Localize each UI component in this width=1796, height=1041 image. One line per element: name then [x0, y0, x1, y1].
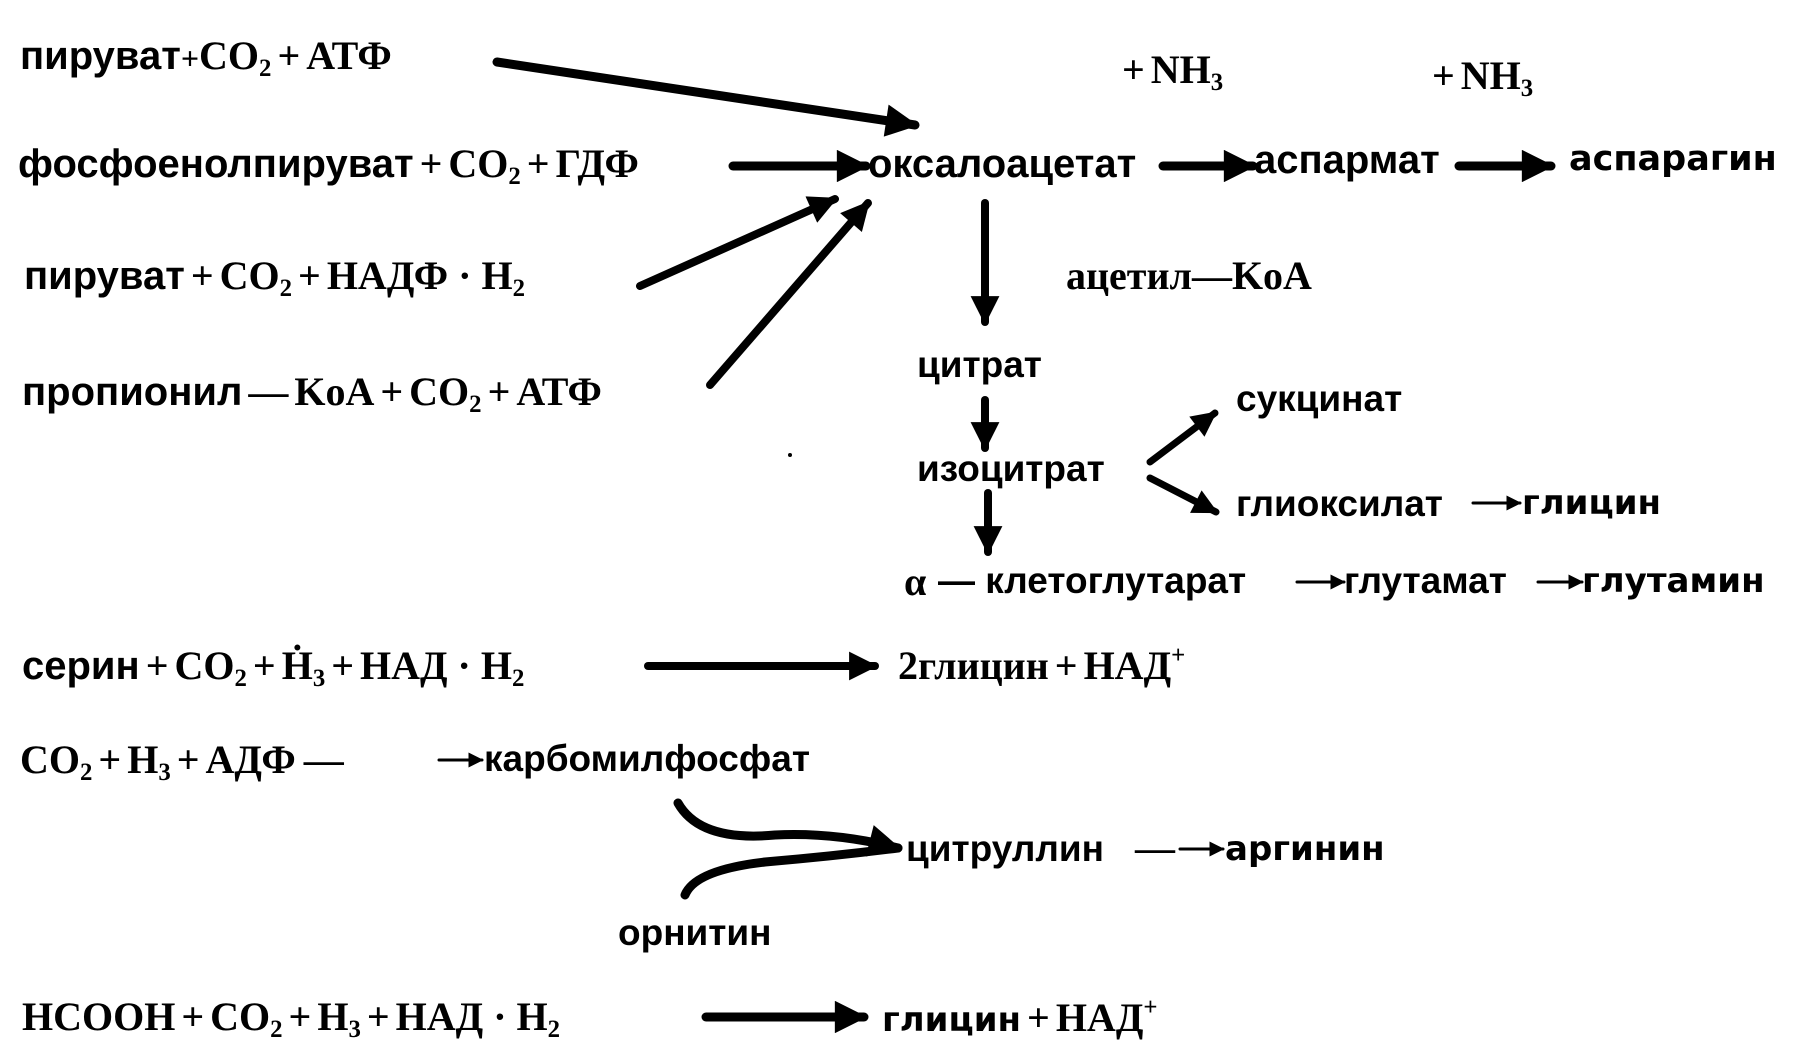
plus-sign: + [145, 643, 169, 688]
adp-label: АДФ [205, 737, 296, 782]
arrow-ornithine-to-citrulline [680, 843, 903, 900]
plus-sign: + [1054, 643, 1078, 688]
reaction-pyruvate-nadph: пируват+CO2+НАДФ · Н2 [24, 253, 526, 302]
gdp-label: ГДФ [555, 141, 639, 186]
ornithine-label: орнитин [618, 912, 772, 953]
plus-sign: + [526, 141, 550, 186]
stray-dot [788, 453, 792, 457]
reaction-pep-gdp: фосфоенолпируват+CO2+ГДФ [18, 141, 639, 190]
co2-label: CO2 [448, 141, 521, 190]
nad-plus-label: НАД [1083, 643, 1172, 688]
plus-sign: + [252, 643, 276, 688]
plus-sign: + [190, 253, 214, 298]
asparagine-label: аспарагин [1569, 139, 1777, 179]
plus-sign: + [181, 994, 205, 1039]
co2-label: CO2 [409, 369, 482, 418]
plus-sign: + [419, 141, 443, 186]
co2-label: CO2 [210, 994, 283, 1041]
pyruvate-label: пируват [24, 254, 185, 298]
arrow-pyruvate-nadph-to-oxaloacetate [636, 195, 839, 290]
isocitrate-label: изоцитрат [917, 448, 1105, 489]
nadh-label: НАД · Н2 [360, 643, 525, 692]
succinate-label: сукцинат [1236, 378, 1403, 419]
plus-sign: + [176, 737, 200, 782]
glycine-label: глицин [882, 1000, 1022, 1040]
alpha-symbol: α [904, 559, 927, 604]
plus-sign: + [98, 737, 122, 782]
glutamate-label: глутамат [1344, 560, 1507, 601]
h3-label: H3 [317, 994, 361, 1041]
plus-sign: + [288, 994, 312, 1039]
h3-label: H3 [127, 737, 171, 786]
nad-plus-label: НАД [1055, 995, 1144, 1040]
aspartate-label: аспармат [1254, 138, 1440, 182]
co2-label: CO2 [199, 33, 272, 82]
plus-sign: + [298, 253, 321, 298]
nadph-label: НАДФ · Н2 [326, 253, 526, 302]
citrate-label: цитрат [917, 344, 1042, 385]
nadh-label: НАД · Н2 [395, 994, 561, 1041]
reaction-pyruvate-atp: пируват+CO2+АТФ [20, 33, 392, 82]
nh3-label-1: +NH3 [1122, 47, 1224, 96]
arrow-isocitrate-to-succinate [1146, 409, 1219, 466]
arrow-pyruvate-to-oxaloacetate [492, 57, 920, 137]
reaction-serine: серин+CO2+Ḣ3+НАД · Н2 [22, 643, 525, 692]
plus-sign: + [331, 643, 355, 688]
formic-acid-label: HCOOH [22, 994, 176, 1039]
glyoxylate-label: глиоксилат [1236, 483, 1443, 524]
two-glycine-label: 2глицин [898, 643, 1049, 688]
dash: — [248, 369, 289, 414]
atp-label: АТФ [516, 369, 602, 414]
plus-sign: + [277, 33, 301, 78]
arginine-label: аргинин [1225, 829, 1385, 869]
plus-sign: + [366, 994, 390, 1039]
atp-label: АТФ [306, 33, 392, 78]
serine-product: 2глицин+НАД+ [898, 641, 1186, 688]
acetyl-coa-label: ацетил—KoA [1066, 253, 1312, 298]
dash: — [1135, 825, 1175, 870]
reaction-carbamoyl: CO2+H3+АДФ— [20, 737, 344, 786]
plus-sign: + [487, 369, 511, 414]
glycine-label: глицин [1522, 483, 1662, 523]
plus-sign: + [180, 40, 200, 76]
phosphoenolpyruvate-label: фосфоенолпируват [18, 142, 414, 186]
reaction-formate: HCOOH+CO2+H3+НАД · Н2 [22, 994, 561, 1041]
arrow-propionyl-to-oxaloacetate [706, 199, 872, 389]
plus-sign: + [1027, 995, 1050, 1040]
ketoglutarate-label: — клетоглутарат [938, 560, 1247, 601]
h3-label: Ḣ3 [281, 643, 326, 692]
arrow-carbamoyl-to-citrulline [673, 798, 903, 857]
citrulline-label: цитруллин [906, 828, 1104, 869]
propionyl-label: пропионил [22, 370, 243, 414]
glutamine-label: глутамин [1582, 561, 1765, 601]
formate-product: глицин+НАД+ [882, 993, 1158, 1040]
co2-label: CO2 [219, 253, 293, 302]
dash: — [303, 737, 344, 782]
carbamoyl-phosphate-label: карбомилфосфат [484, 738, 810, 779]
coa-label: KoA [294, 369, 375, 414]
oxaloacetate-label: оксалоацетат [868, 142, 1137, 186]
co2-label: CO2 [20, 737, 93, 786]
nh3-label-2: +NH3 [1432, 53, 1534, 102]
co2-label: CO2 [174, 643, 247, 692]
serine-label: серин [22, 644, 140, 688]
reaction-propionyl-coa: пропионил—KoA+CO2+АТФ [22, 369, 602, 418]
plus-sign: + [380, 369, 404, 414]
pyruvate-label: пируват [20, 34, 181, 78]
arrow-isocitrate-to-glyoxylate [1146, 474, 1220, 516]
